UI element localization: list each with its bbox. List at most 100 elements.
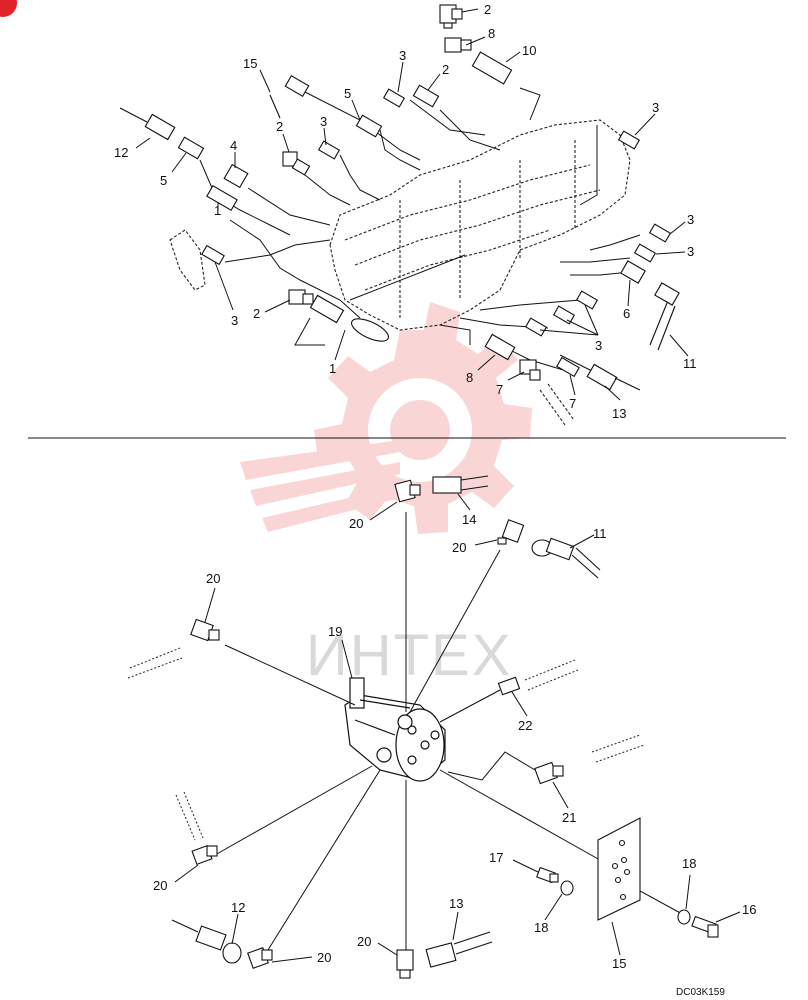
callout-label: 3 [320, 114, 327, 129]
bottom-callouts: 20 14 20 11 20 19 22 21 20 17 18 18 16 1… [153, 512, 756, 971]
watermark-text: ИНТЕХ [306, 623, 512, 688]
bottom-fittings [171, 475, 719, 979]
callout-label: 11 [593, 526, 607, 541]
hose-end-icon [171, 919, 242, 964]
callout-label: 13 [612, 406, 626, 421]
top-callout-pointers [135, 8, 689, 401]
callout-label: 4 [230, 138, 237, 153]
plug-fitting-icon [223, 163, 249, 189]
hose-fitting-icon [269, 75, 310, 119]
bolt-icon [691, 915, 719, 938]
elbow-fitting-icon [247, 947, 273, 969]
pump-body [344, 677, 446, 782]
union-fitting-icon [471, 51, 513, 85]
hose-end-icon [425, 931, 493, 968]
elbow-fitting-icon [497, 519, 525, 545]
callout-label: 3 [231, 313, 238, 328]
callout-label: 18 [682, 856, 696, 871]
elbow-fitting-icon [394, 479, 421, 503]
elbow-fitting-icon [191, 844, 218, 866]
callout-label: 2 [276, 119, 283, 134]
top-callouts: 2 8 10 2 3 15 5 3 3 2 12 5 4 1 3 3 3 6 1… [114, 2, 697, 421]
callout-label: 20 [317, 950, 331, 965]
washer-icon [677, 909, 691, 925]
straight-fitting-icon [382, 88, 406, 108]
elbow-fitting-icon [396, 949, 414, 979]
callout-label: 6 [623, 306, 630, 321]
callout-label: 20 [206, 571, 220, 586]
callout-label: 15 [612, 956, 626, 971]
callout-label: 5 [160, 173, 167, 188]
hose-adapter-icon [309, 294, 389, 342]
elbow-fitting-icon [439, 4, 463, 29]
callout-label: 5 [344, 86, 351, 101]
bottom-callout-pointers [174, 493, 741, 963]
callout-label: 3 [399, 48, 406, 63]
callout-label: 7 [496, 382, 503, 397]
callout-label: 16 [742, 902, 756, 917]
callout-label: 15 [243, 56, 257, 71]
straight-fitting-icon [617, 130, 641, 150]
callout-label: 17 [489, 850, 503, 865]
straight-fitting-icon [556, 356, 580, 378]
callout-label: 13 [449, 896, 463, 911]
straight-fitting-icon [317, 140, 341, 160]
hose-elbow-icon [649, 282, 680, 351]
bolt-icon [536, 866, 559, 884]
straight-fitting-icon [497, 676, 521, 696]
straight-fitting-icon [633, 243, 657, 263]
hose-adapter-icon [206, 185, 238, 211]
elbow-fitting-icon [519, 359, 541, 381]
callout-label: 3 [687, 244, 694, 259]
callout-label: 1 [329, 361, 336, 376]
callout-label: 22 [518, 718, 532, 733]
hose-end-icon [119, 107, 176, 141]
hose-tails [127, 647, 645, 841]
union-fitting-icon [484, 333, 516, 361]
tee-fitting-icon [282, 151, 311, 176]
control-valve-assembly [169, 119, 631, 426]
callout-label: 2 [253, 306, 260, 321]
watermark-logo [240, 302, 532, 534]
callout-label: 20 [357, 934, 371, 949]
straight-fitting-icon [648, 223, 672, 243]
elbow-fitting-icon [190, 618, 220, 642]
elbow-fitting-icon [412, 84, 440, 108]
callout-label: 3 [595, 338, 602, 353]
elbow-fitting-icon [534, 761, 564, 785]
hose-end-icon [531, 537, 601, 579]
straight-fitting-icon [552, 305, 576, 325]
corner-badge [0, 0, 17, 17]
washer-icon [560, 880, 574, 896]
callout-label: 8 [488, 26, 495, 41]
elbow-fitting-icon [288, 289, 314, 305]
callout-label: 18 [534, 920, 548, 935]
callout-label: 8 [466, 370, 473, 385]
callout-label: 10 [522, 43, 536, 58]
callout-label: 21 [562, 810, 576, 825]
callout-label: 19 [328, 624, 342, 639]
straight-fitting-icon [524, 317, 548, 337]
callout-label: 7 [569, 396, 576, 411]
connector-fitting-icon [177, 136, 205, 160]
callout-label: 20 [153, 878, 167, 893]
hose-end-icon [586, 363, 641, 391]
callout-label: 1 [214, 203, 221, 218]
straight-fitting-icon [575, 290, 599, 310]
callout-label: 12 [231, 900, 245, 915]
callout-label: 14 [462, 512, 476, 527]
callout-label: 11 [683, 356, 697, 371]
connector-fitting-icon [355, 114, 383, 138]
callout-label: 3 [652, 100, 659, 115]
plug-fitting-icon [620, 260, 646, 284]
straight-fitting-icon [201, 244, 225, 266]
callout-label: 2 [442, 62, 449, 77]
mounting-plate-icon [597, 817, 641, 921]
bottom-leader-lines [214, 512, 685, 951]
callout-label: 3 [687, 212, 694, 227]
callout-label: 20 [349, 516, 363, 531]
callout-label: 20 [452, 540, 466, 555]
diagram-code: DC03K159 [676, 987, 725, 998]
callout-label: 12 [114, 145, 128, 160]
